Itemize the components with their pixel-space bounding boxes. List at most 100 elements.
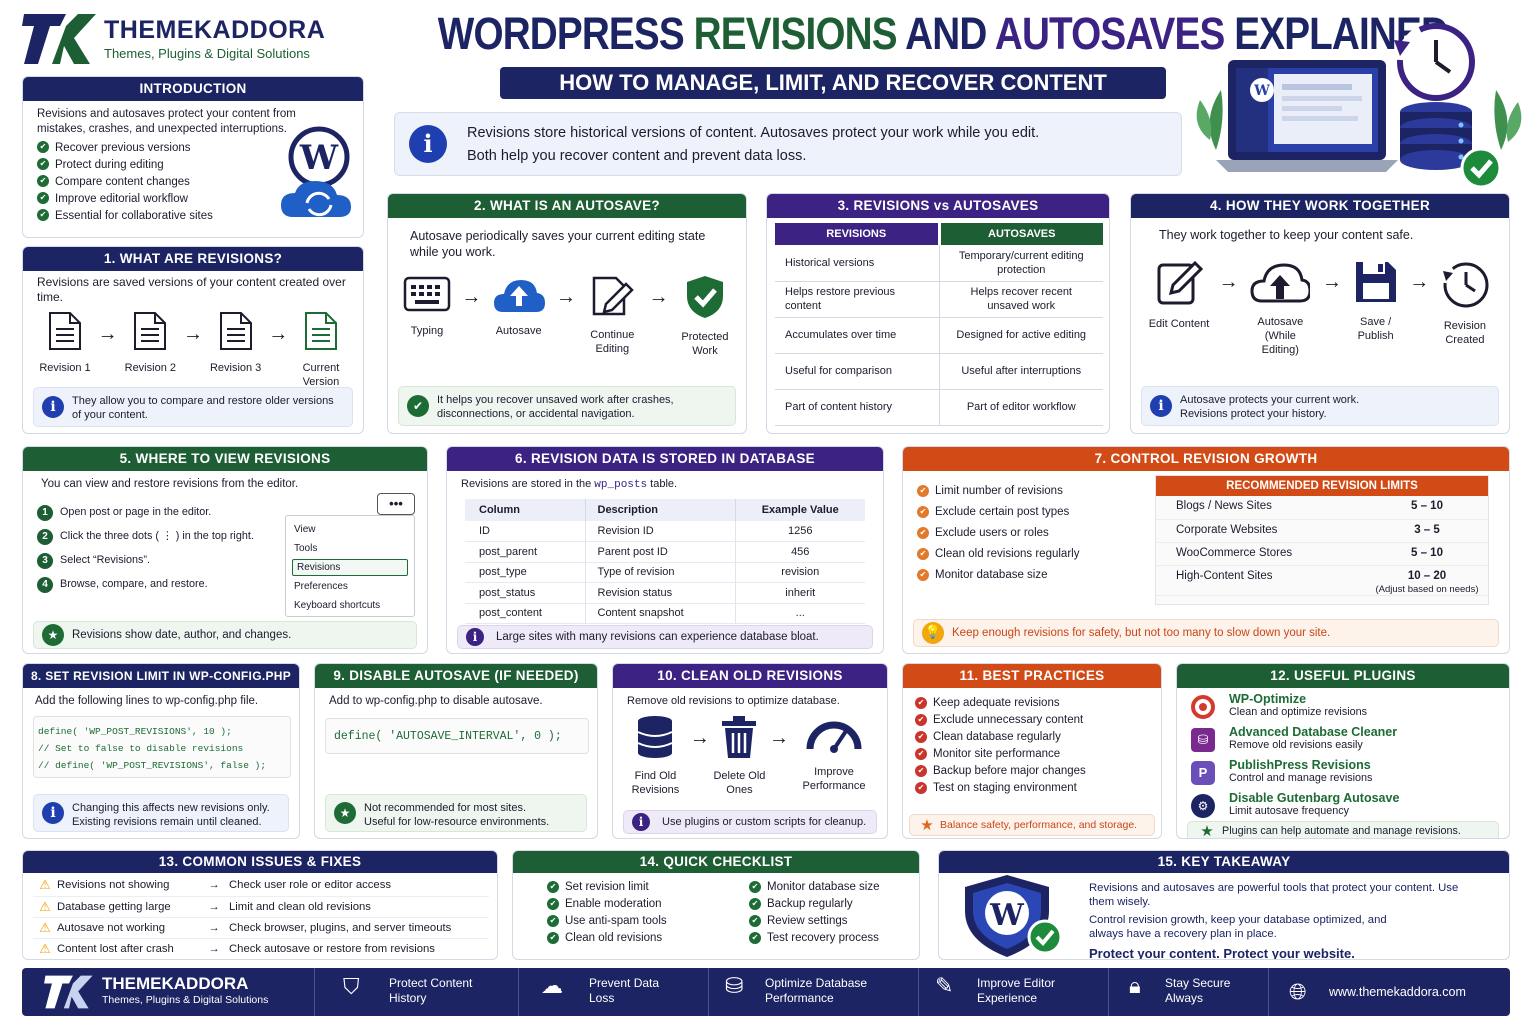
section-1-note: i They allow you to compare and restore … [33,387,353,427]
section-11-panel: 11. BEST PRACTICES Keep adequate revisio… [902,663,1162,839]
section-15-panel: 15. KEY TAKEAWAY W Revisions and autosav… [938,850,1510,960]
arrow-right-icon: → [268,323,289,345]
arrow-right-icon: → [461,286,482,308]
wp-optimize-icon [1191,695,1215,719]
issue-row: ⚠Database getting large→Limit and clean … [33,896,489,917]
arrow-right-icon: → [769,727,789,749]
plugin-item[interactable]: WP-Optimize Clean and optimize revisions [1187,692,1499,725]
arrow-right-icon: → [208,942,220,955]
tk-logo-icon [44,975,93,1009]
limits-table: RECOMMENDED REVISION LIMITS Blogs / News… [1155,475,1489,605]
footer-brand-tagline: Themes, Plugins & Digital Solutions [102,994,269,1006]
revision-flow: Revision 1 → Revision 2 → Revision 3 → C… [23,311,363,389]
arrow-right-icon: → [555,286,576,308]
section-10-panel: 10. CLEAN OLD REVISIONS Remove old revis… [612,663,888,839]
current-document-icon [304,312,337,350]
edit-document-icon [593,276,635,316]
arrow-right-icon: → [1321,271,1342,293]
section-6-note: i Large sites with many revisions can ex… [457,625,873,649]
issue-row: ⚠Content lost after crash→Check autosave… [33,938,489,959]
section-9-panel: 9. DISABLE AUTOSAVE (IF NEEDED) Add to w… [314,663,598,839]
checklist-left: Set revision limit Enable moderation Use… [547,879,667,949]
autosave-flow: Typing → Autosave → Continue Editing → P… [388,274,746,358]
arrow-right-icon: → [182,323,203,345]
keyboard-icon [403,276,451,312]
section-4-note: i Autosave protects your current work. R… [1141,386,1499,426]
plugin-item[interactable]: ⛁ Advanced Database Cleaner Remove old r… [1187,725,1499,758]
code-block: define( 'WP_POST_REVISIONS', 10 ); // Se… [33,716,291,778]
arrow-right-icon: → [97,323,118,345]
arrow-right-icon: → [1409,271,1430,293]
menu-item-keyboard-shortcuts[interactable]: Keyboard shortcuts [294,600,381,611]
revision-step: Current Version [291,311,351,389]
intro-list: Recover previous versions Protect during… [37,141,349,224]
issue-row: ⚠Autosave not working→Check browser, plu… [33,917,489,938]
section-9-note: ★ Not recommended for most sites. Useful… [325,794,587,832]
info-icon: i [42,802,64,824]
best-practices-list: Keep adequate revisions Exclude unnecess… [903,688,1161,805]
section-7-note: 💡 Keep enough revisions for safety, but … [913,619,1499,647]
warning-icon: ⚠ [39,898,51,914]
cloud-upload-icon: ☁ [541,973,563,998]
section-6-panel: 6. REVISION DATA IS STORED IN DATABASE R… [446,446,884,654]
footer-website[interactable]: 🌐︎ www.themekaddora.com [1268,968,1510,1016]
brand-name: THEMEKADDORA [104,16,326,44]
menu-item-revisions[interactable]: Revisions [292,559,408,576]
more-options-button[interactable]: ••• [377,493,415,515]
page-subtitle: HOW TO MANAGE, LIMIT, AND RECOVER CONTEN… [500,67,1166,99]
arrow-right-icon: → [1218,271,1239,293]
speedometer-icon [806,721,862,753]
intro-panel: INTRODUCTION Revisions and autosaves pro… [22,76,364,238]
section-10-note: i Use plugins or custom scripts for clea… [623,810,877,834]
revision-step: Revision 1 [35,311,95,375]
section-5-note: ★ Revisions show date, author, and chang… [33,621,417,649]
intro-title: INTRODUCTION [23,77,363,101]
database-icon [638,716,673,758]
save-icon [1355,262,1396,302]
menu-item-tools[interactable]: Tools [294,543,318,554]
brand-tagline: Themes, Plugins & Digital Solutions [104,46,310,61]
star-icon: ★ [920,816,934,834]
plugin-item[interactable]: ⚙ Disable Gutenbarg Autosave Limit autos… [1187,791,1499,824]
website-link[interactable]: www.themekaddora.com [1329,985,1466,999]
edit-icon [1157,260,1204,305]
cleanup-flow: Find Old Revisions → Delete Old Ones → I… [613,715,887,797]
menu-item-view[interactable]: View [294,524,316,535]
svg-text:W: W [989,898,1025,933]
section-14-panel: 14. QUICK CHECKLIST Set revision limit E… [512,850,920,960]
check-icon: ✔ [407,395,429,417]
warning-icon: ⚠ [39,877,51,893]
document-icon [219,312,252,350]
plugin-item[interactable]: P PublishPress Revisions Control and man… [1187,758,1499,791]
document-icon [134,312,167,350]
section-3-panel: 3. REVISIONS vs AUTOSAVES REVISIONS AUTO… [766,193,1110,434]
cloud-upload-icon [1250,263,1312,303]
info-icon: i [42,396,64,418]
control-list: Limit number of revisions Exclude certai… [917,483,1079,590]
revision-step: Revision 3 [206,311,266,375]
section-2-note: ✔ It helps you recover unsaved work afte… [398,386,736,426]
shield-icon: ⛉ [343,974,360,999]
wordpress-shield-icon: W [965,875,1063,957]
lightbulb-icon: 💡 [922,622,944,644]
warning-icon: ⚠ [39,919,51,935]
section-7-panel: 7. CONTROL REVISION GROWTH Limit number … [902,446,1510,654]
section-8-panel: 8. SET REVISION LIMIT IN WP-CONFIG.PHP A… [22,663,300,839]
star-icon: ★ [42,624,64,646]
arrow-right-icon: → [208,879,220,892]
plugin-list: WP-Optimize Clean and optimize revisions… [1177,688,1509,828]
revision-step: Revision 2 [120,311,180,375]
menu-item-preferences[interactable]: Preferences [294,581,348,592]
section-12-panel: 12. USEFUL PLUGINS WP-Optimize Clean and… [1176,663,1510,839]
